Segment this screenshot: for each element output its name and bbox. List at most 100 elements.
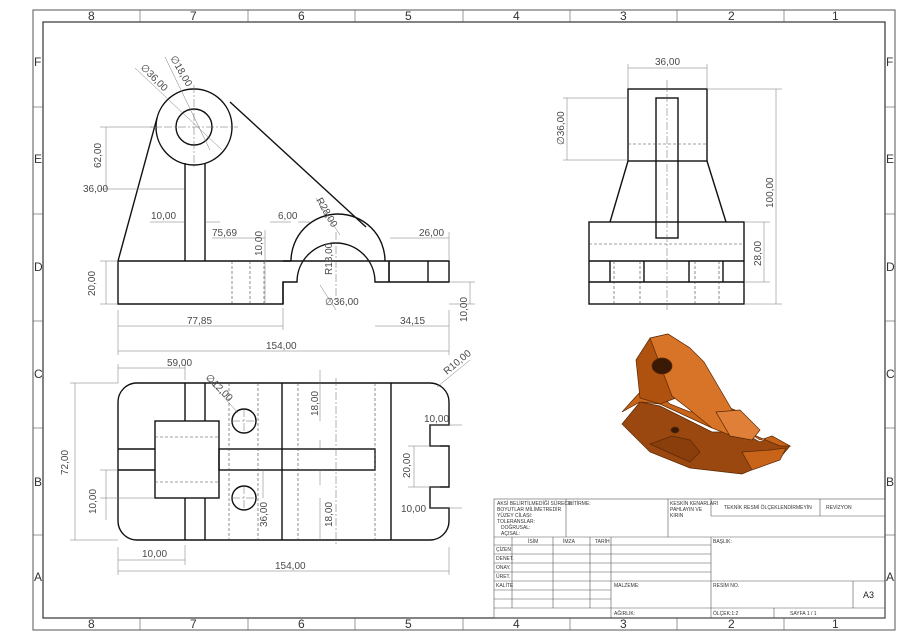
side-view-top-block bbox=[627, 88, 708, 162]
top-view-web bbox=[218, 448, 376, 471]
side-dim-28: 28,00 bbox=[753, 241, 764, 266]
zone-ticks bbox=[33, 10, 895, 630]
zone-row-left-b: B bbox=[34, 475, 42, 489]
top-dim-59: 59,00 bbox=[167, 358, 192, 369]
side-view-base bbox=[588, 221, 745, 305]
front-dim-r28: R28,00 bbox=[313, 196, 339, 230]
zone-row-left-e: E bbox=[34, 152, 42, 166]
tb-note-1: AKSİ BELİRTİLMEDİĞİ SÜRECE: bbox=[497, 500, 573, 507]
zone-col-top-8: 8 bbox=[88, 9, 95, 23]
tb-note-6: AÇISAL: bbox=[501, 531, 520, 537]
front-dim-hole-outer: ∅36,00 bbox=[138, 62, 170, 94]
zone-col-bottom-3: 3 bbox=[620, 617, 627, 631]
tb-malzeme: MALZEME: bbox=[614, 583, 640, 589]
tb-baslik: BAŞLIK: bbox=[713, 539, 732, 545]
front-dim-20: 20,00 bbox=[87, 271, 98, 296]
zone-col-top-1: 1 bbox=[832, 9, 839, 23]
front-dim-154: 154,00 bbox=[266, 341, 297, 352]
zone-col-top-4: 4 bbox=[513, 9, 520, 23]
tb-note-4: TOLERANSLAR: bbox=[497, 519, 535, 525]
front-dim-6: 6,00 bbox=[278, 211, 298, 222]
top-view-outline bbox=[117, 382, 450, 541]
zone-col-bottom-4: 4 bbox=[513, 617, 520, 631]
tb-resim-no: RESİM NO. bbox=[713, 582, 739, 589]
front-dim-10b: 10,00 bbox=[254, 231, 265, 256]
isometric-model bbox=[621, 333, 792, 475]
zone-col-bottom-5: 5 bbox=[405, 617, 412, 631]
top-dim-10c: 10,00 bbox=[401, 504, 426, 515]
top-dim-10a: 10,00 bbox=[88, 489, 99, 514]
top-dim-18b: 18,00 bbox=[324, 502, 335, 527]
zone-col-bottom-1: 1 bbox=[832, 617, 839, 631]
tb-col-isim: İSİM bbox=[528, 538, 538, 545]
front-dim-36: 36,00 bbox=[83, 184, 108, 195]
tb-sayfa: SAYFA 1 / 1 bbox=[790, 611, 817, 617]
zone-col-top-2: 2 bbox=[728, 9, 735, 23]
tb-agirlik: AĞIRLIK: bbox=[614, 610, 635, 617]
zone-row-left-c: C bbox=[34, 367, 43, 381]
top-dim-36: 36,00 bbox=[259, 502, 270, 527]
title-block bbox=[493, 498, 886, 619]
zone-col-bottom-8: 8 bbox=[88, 617, 95, 631]
tb-row-kalite: KALİTE bbox=[496, 582, 514, 589]
tb-edge-note-3: KIRIN bbox=[670, 513, 684, 519]
tb-revizyon: REVİZYON bbox=[826, 504, 852, 511]
zone-col-bottom-6: 6 bbox=[298, 617, 305, 631]
zone-row-right-e: E bbox=[886, 152, 894, 166]
zone-col-top-7: 7 bbox=[190, 9, 197, 23]
zone-row-right-d: D bbox=[886, 260, 895, 274]
zone-col-top-6: 6 bbox=[298, 9, 305, 23]
zone-col-top-3: 3 bbox=[620, 9, 627, 23]
front-view bbox=[100, 56, 475, 355]
zone-row-left-a: A bbox=[34, 570, 42, 584]
zone-row-right-f: F bbox=[886, 55, 893, 69]
top-dim-10d: 10,00 bbox=[142, 549, 167, 560]
zone-row-right-c: C bbox=[886, 367, 895, 381]
tb-size: A3 bbox=[863, 590, 874, 600]
top-dim-10b: 10,00 bbox=[424, 414, 449, 425]
tb-row-cizen: ÇİZEN bbox=[496, 546, 511, 553]
tb-row-onay: ONAY. bbox=[496, 565, 511, 571]
zone-row-left-f: F bbox=[34, 55, 41, 69]
tb-bitirme: BİTİRME: bbox=[569, 500, 591, 507]
tb-edge-note-1: KESKİN KENARLARI bbox=[670, 500, 718, 507]
tb-note-2: BOYUTLAR MİLİMETREDİR bbox=[497, 506, 562, 513]
zone-col-bottom-7: 7 bbox=[190, 617, 197, 631]
front-dim-bore: ∅36,00 bbox=[325, 297, 359, 308]
side-dim-100: 100,00 bbox=[765, 177, 776, 208]
front-dim-34-15: 34,15 bbox=[400, 316, 425, 327]
side-view bbox=[563, 64, 782, 310]
zone-row-left-d: D bbox=[34, 260, 43, 274]
top-dim-18a: 18,00 bbox=[310, 391, 321, 416]
top-view-boss bbox=[154, 420, 220, 499]
front-dim-r18: R18,00 bbox=[324, 242, 335, 275]
tb-row-uret: ÜRET. bbox=[496, 573, 510, 580]
front-dim-10: 10,00 bbox=[151, 211, 176, 222]
tb-col-tarih: TARİH bbox=[595, 538, 610, 545]
tb-no-scale: TEKNİK RESMİ ÖLÇEKLENDİRMEYİN bbox=[724, 504, 812, 511]
top-dim-dia12: ∅12,00 bbox=[203, 372, 235, 404]
front-view-web-outline bbox=[117, 117, 158, 262]
tb-row-denet: DENET. bbox=[496, 556, 514, 562]
front-dim-10c: 10,00 bbox=[459, 297, 470, 322]
zone-col-top-5: 5 bbox=[405, 9, 412, 23]
top-dim-20: 20,00 bbox=[402, 453, 413, 478]
tb-edge-note-2: PAHLAYIN VE bbox=[670, 507, 703, 513]
top-view bbox=[70, 359, 471, 575]
side-dim-36: 36,00 bbox=[655, 57, 680, 68]
tb-olcek: ÖLÇEK:1:2 bbox=[713, 610, 739, 617]
zone-row-right-a: A bbox=[886, 570, 894, 584]
inner-border bbox=[42, 21, 886, 619]
front-view-base-outline bbox=[117, 213, 450, 305]
front-dim-77-85: 77,85 bbox=[187, 316, 212, 327]
side-dim-dia36: ∅36,00 bbox=[556, 111, 567, 145]
front-dim-62: 62,00 bbox=[93, 143, 104, 168]
zone-row-right-b: B bbox=[886, 475, 894, 489]
front-dim-26: 26,00 bbox=[419, 228, 444, 239]
tb-note-3: YÜZEY CİLASI: bbox=[497, 512, 532, 519]
outer-border bbox=[32, 9, 896, 631]
top-dim-72: 72,00 bbox=[60, 450, 71, 475]
tb-note-5: DOĞRUSAL: bbox=[501, 524, 530, 531]
zone-col-bottom-2: 2 bbox=[728, 617, 735, 631]
